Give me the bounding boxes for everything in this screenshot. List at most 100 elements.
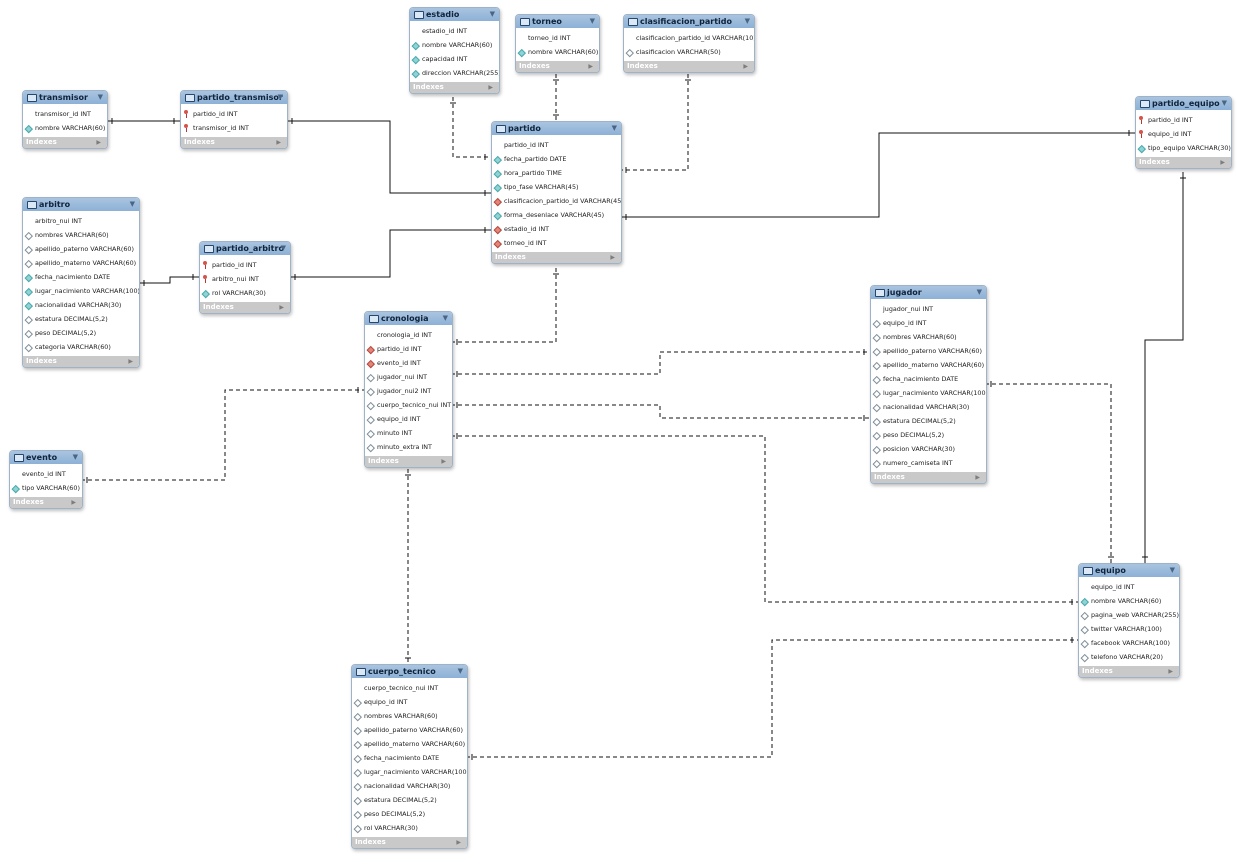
column-row[interactable]: equipo_id INT bbox=[1079, 580, 1179, 594]
link-evento-cronologia[interactable] bbox=[81, 389, 364, 481]
link-equipo-cronologia[interactable] bbox=[451, 435, 1078, 603]
column-row[interactable]: twitter VARCHAR(100) bbox=[1079, 622, 1179, 636]
table-header[interactable]: partido_transmisor▼ bbox=[181, 91, 287, 104]
column-row[interactable]: facebook VARCHAR(100) bbox=[1079, 636, 1179, 650]
collapse-arrow-icon[interactable]: ▼ bbox=[442, 314, 448, 322]
table-header[interactable]: cronologia▼ bbox=[365, 312, 452, 325]
column-row[interactable]: telefono VARCHAR(20) bbox=[1079, 650, 1179, 664]
indexes-section[interactable]: Indexes▶ bbox=[516, 61, 599, 72]
table-header[interactable]: equipo▼ bbox=[1079, 564, 1179, 577]
column-row[interactable]: rol VARCHAR(30) bbox=[352, 821, 467, 835]
link-jugador-cronologia-2[interactable] bbox=[451, 404, 870, 419]
column-row[interactable]: lugar_nacimiento VARCHAR(100) bbox=[23, 284, 139, 298]
column-row[interactable]: clasificacion_partido_id VARCHAR(45) bbox=[492, 194, 621, 208]
column-row[interactable]: jugador_nui INT bbox=[365, 370, 452, 384]
expand-arrow-icon[interactable]: ▶ bbox=[488, 84, 493, 91]
column-row[interactable]: equipo_id INT bbox=[1136, 127, 1231, 141]
column-row[interactable]: peso DECIMAL(5,2) bbox=[871, 428, 986, 442]
column-row[interactable]: evento_id INT bbox=[365, 356, 452, 370]
column-row[interactable]: peso DECIMAL(5,2) bbox=[23, 326, 139, 340]
column-row[interactable]: partido_id INT bbox=[365, 342, 452, 356]
indexes-section[interactable]: Indexes▶ bbox=[1136, 157, 1231, 168]
indexes-section[interactable]: Indexes▶ bbox=[365, 456, 452, 467]
collapse-arrow-icon[interactable]: ▼ bbox=[280, 244, 286, 252]
column-row[interactable]: arbitro_nui INT bbox=[23, 214, 139, 228]
link-partido-cronologia[interactable] bbox=[451, 268, 557, 343]
expand-arrow-icon[interactable]: ▶ bbox=[1168, 668, 1173, 675]
column-row[interactable]: nombres VARCHAR(60) bbox=[23, 228, 139, 242]
column-row[interactable]: fecha_partido DATE bbox=[492, 152, 621, 166]
collapse-arrow-icon[interactable]: ▼ bbox=[1221, 99, 1227, 107]
link-partido-estadio[interactable] bbox=[452, 97, 491, 158]
table-clasificacion-partido[interactable]: clasificacion_partido▼clasificacion_part… bbox=[623, 14, 755, 73]
column-row[interactable]: apellido_paterno VARCHAR(60) bbox=[871, 344, 986, 358]
column-row[interactable]: transmisor_id INT bbox=[23, 107, 107, 121]
column-row[interactable]: clasificacion VARCHAR(50) bbox=[624, 45, 754, 59]
column-row[interactable]: apellido_paterno VARCHAR(60) bbox=[352, 723, 467, 737]
collapse-arrow-icon[interactable]: ▼ bbox=[589, 17, 595, 25]
expand-arrow-icon[interactable]: ▶ bbox=[71, 499, 76, 506]
link-equipo-cuerpo-tecnico[interactable] bbox=[466, 639, 1078, 758]
column-row[interactable]: equipo_id INT bbox=[352, 695, 467, 709]
column-row[interactable]: rol VARCHAR(30) bbox=[200, 286, 290, 300]
column-row[interactable]: evento_id INT bbox=[10, 467, 82, 481]
expand-arrow-icon[interactable]: ▶ bbox=[975, 474, 980, 481]
table-header[interactable]: partido_arbitro▼ bbox=[200, 242, 290, 255]
link-partido-partido-transmisor[interactable] bbox=[286, 120, 491, 194]
expand-arrow-icon[interactable]: ▶ bbox=[276, 139, 281, 146]
table-header[interactable]: cuerpo_tecnico▼ bbox=[352, 665, 467, 678]
indexes-section[interactable]: Indexes▶ bbox=[624, 61, 754, 72]
column-row[interactable]: nombre VARCHAR(60) bbox=[410, 38, 499, 52]
table-header[interactable]: partido▼ bbox=[492, 122, 621, 135]
column-row[interactable]: lugar_nacimiento VARCHAR(100) bbox=[352, 765, 467, 779]
link-jugador-cronologia-1[interactable] bbox=[451, 351, 870, 375]
indexes-section[interactable]: Indexes▶ bbox=[23, 137, 107, 148]
column-row[interactable]: partido_id INT bbox=[200, 258, 290, 272]
column-row[interactable]: estatura DECIMAL(5,2) bbox=[352, 793, 467, 807]
collapse-arrow-icon[interactable]: ▼ bbox=[72, 453, 78, 461]
link-equipo-partido-equipo[interactable] bbox=[1144, 172, 1184, 563]
column-row[interactable]: torneo_id INT bbox=[516, 31, 599, 45]
column-row[interactable]: minuto INT bbox=[365, 426, 452, 440]
column-row[interactable]: numero_camiseta INT bbox=[871, 456, 986, 470]
table-header[interactable]: evento▼ bbox=[10, 451, 82, 464]
column-row[interactable]: categoria VARCHAR(60) bbox=[23, 340, 139, 354]
expand-arrow-icon[interactable]: ▶ bbox=[128, 358, 133, 365]
column-row[interactable]: transmisor_id INT bbox=[181, 121, 287, 135]
indexes-section[interactable]: Indexes▶ bbox=[23, 356, 139, 367]
table-header[interactable]: clasificacion_partido▼ bbox=[624, 15, 754, 28]
column-row[interactable]: nacionalidad VARCHAR(30) bbox=[871, 400, 986, 414]
column-row[interactable]: nombre VARCHAR(60) bbox=[1079, 594, 1179, 608]
collapse-arrow-icon[interactable]: ▼ bbox=[744, 17, 750, 25]
table-header[interactable]: estadio▼ bbox=[410, 8, 499, 21]
link-partido-partido-equipo[interactable] bbox=[620, 132, 1135, 218]
column-row[interactable]: apellido_materno VARCHAR(60) bbox=[23, 256, 139, 270]
collapse-arrow-icon[interactable]: ▼ bbox=[457, 667, 463, 675]
collapse-arrow-icon[interactable]: ▼ bbox=[1169, 566, 1175, 574]
column-row[interactable]: cronologia_id INT bbox=[365, 328, 452, 342]
column-row[interactable]: fecha_nacimiento DATE bbox=[352, 751, 467, 765]
indexes-section[interactable]: Indexes▶ bbox=[871, 472, 986, 483]
column-row[interactable]: estatura DECIMAL(5,2) bbox=[23, 312, 139, 326]
column-row[interactable]: fecha_nacimiento DATE bbox=[871, 372, 986, 386]
indexes-section[interactable]: Indexes▶ bbox=[352, 837, 467, 848]
column-row[interactable]: partido_id INT bbox=[492, 138, 621, 152]
indexes-section[interactable]: Indexes▶ bbox=[10, 497, 82, 508]
indexes-section[interactable]: Indexes▶ bbox=[410, 82, 499, 93]
column-row[interactable]: pagina_web VARCHAR(255) bbox=[1079, 608, 1179, 622]
column-row[interactable]: apellido_materno VARCHAR(60) bbox=[352, 737, 467, 751]
expand-arrow-icon[interactable]: ▶ bbox=[743, 63, 748, 70]
link-equipo-jugador[interactable] bbox=[985, 383, 1112, 563]
column-row[interactable]: apellido_materno VARCHAR(60) bbox=[871, 358, 986, 372]
collapse-arrow-icon[interactable]: ▼ bbox=[129, 200, 135, 208]
column-row[interactable]: nombres VARCHAR(60) bbox=[871, 330, 986, 344]
column-row[interactable]: nacionalidad VARCHAR(30) bbox=[352, 779, 467, 793]
expand-arrow-icon[interactable]: ▶ bbox=[441, 458, 446, 465]
column-row[interactable]: tipo_equipo VARCHAR(30) bbox=[1136, 141, 1231, 155]
